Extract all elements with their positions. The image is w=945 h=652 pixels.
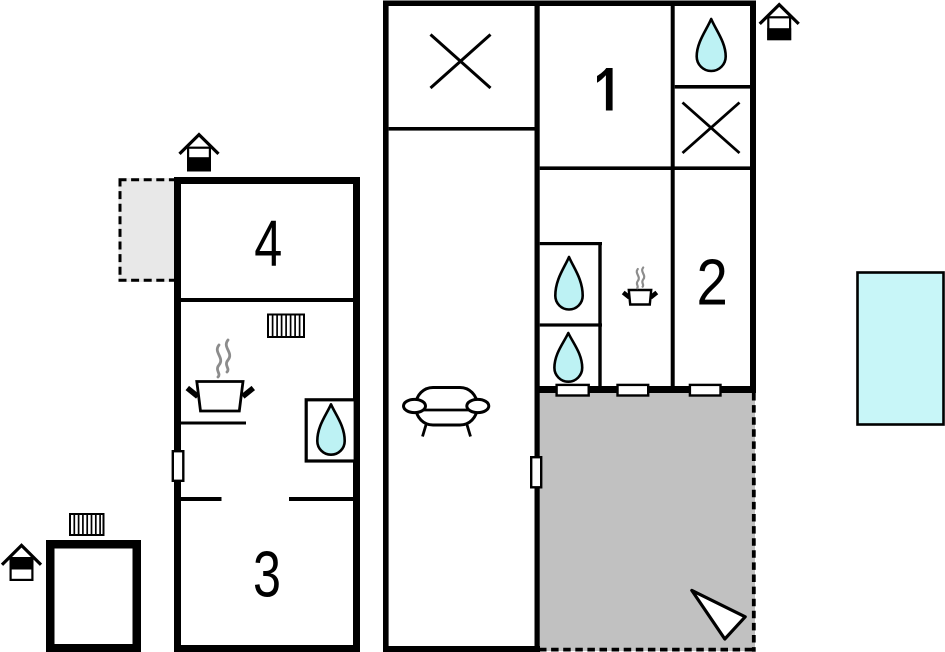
svg-text:4: 4 [254,208,282,279]
svg-text:2: 2 [696,246,727,318]
svg-text:3: 3 [253,540,281,611]
